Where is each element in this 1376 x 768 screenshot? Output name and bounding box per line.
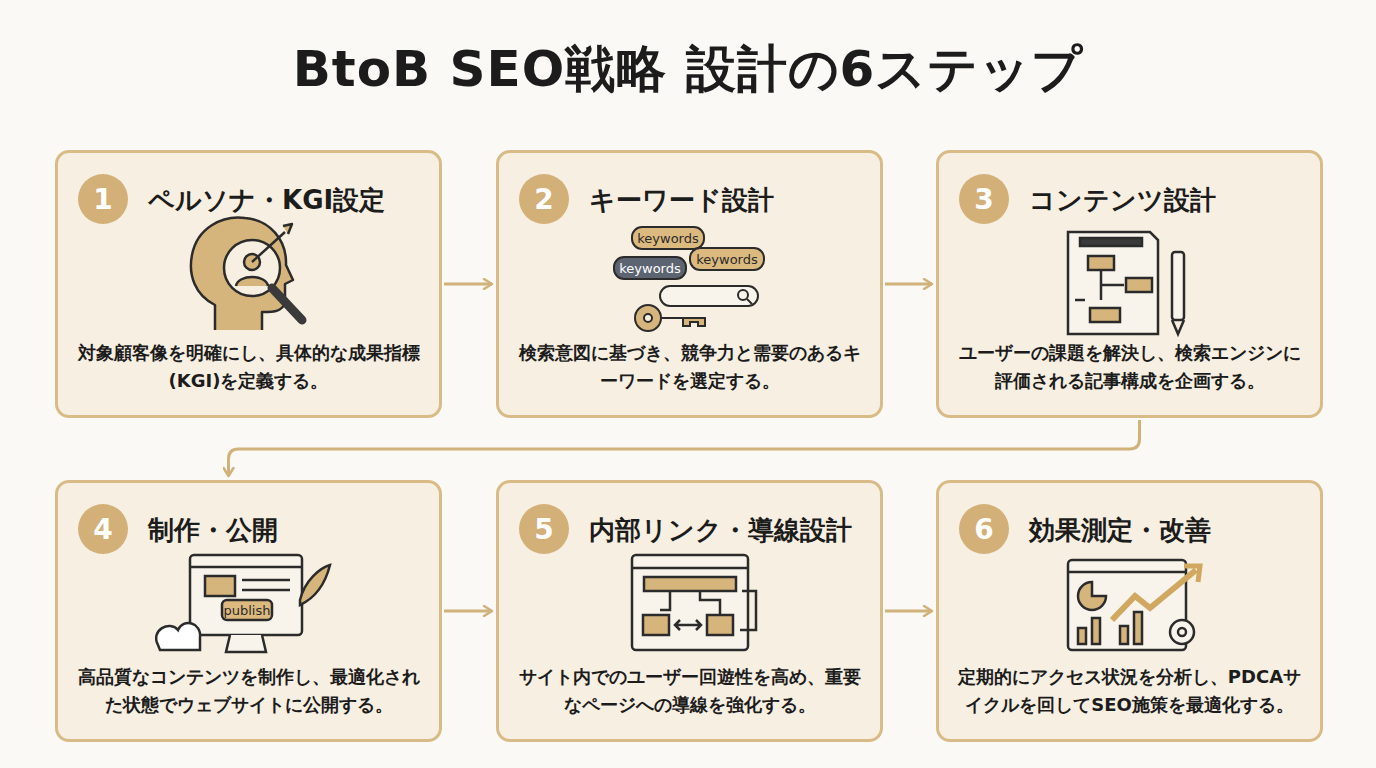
step-number-text: 5 [534,513,553,546]
step-heading: コンテンツ設計 [1029,183,1216,218]
icon-label: keywords [637,231,698,246]
step-box: キーワード設計検索意図に基づき、競争力と需要のあるキーワードを選定する。 2 [496,150,883,418]
step-number: 1 [78,174,128,224]
icon-label: publish [224,603,271,618]
step-box: 内部リンク・導線設計サイト内でのユーザー回遊性を高め、重要なページへの導線を強化… [496,480,883,742]
step-number-text: 4 [93,513,112,546]
step-description: 対象顧客像を明確にし、具体的な成果指標(KGI)を定義する。 [76,339,421,395]
step-description: 検索意図に基づき、競争力と需要のあるキーワードを選定する。 [517,339,862,395]
step-number-text: 3 [974,183,993,216]
step-number-text: 6 [974,513,993,546]
step-description: 高品質なコンテンツを制作し、最適化された状態でウェブサイトに公開する。 [76,663,421,719]
step-number-text: 1 [93,183,112,216]
step-heading: 効果測定・改善 [1029,513,1211,548]
step-heading: ペルソナ・KGI設定 [148,183,385,218]
step-description: ユーザーの課題を解決し、検索エンジンに評価される記事構成を企画する。 [957,339,1302,395]
icon-label: keywords [619,261,680,276]
step-number: 2 [519,174,569,224]
step-heading: 内部リンク・導線設計 [589,513,852,548]
step-number: 4 [78,504,128,554]
step-heading: キーワード設計 [589,183,774,218]
flow-arrow [444,283,492,286]
flow-arrow [885,610,932,613]
step-box: 効果測定・改善定期的にアクセス状況を分析し、PDCAサイクルを回してSEO施策を… [936,480,1323,742]
flow-arrow [444,610,492,613]
step-description: サイト内でのユーザー回遊性を高め、重要なページへの導線を強化する。 [517,663,862,719]
step-number: 3 [959,174,1009,224]
flow-arrow [885,283,932,286]
step-number-text: 2 [534,183,553,216]
step-number: 6 [959,504,1009,554]
step-heading: 制作・公開 [148,513,278,548]
step-box: コンテンツ設計ユーザーの課題を解決し、検索エンジンに評価される記事構成を企画する… [936,150,1323,418]
diagram-title: BtoB SEO戦略 設計の6ステップ [0,36,1376,103]
step-number: 5 [519,504,569,554]
icon-label: keywords [696,252,757,267]
step-box: ペルソナ・KGI設定対象顧客像を明確にし、具体的な成果指標(KGI)を定義する。… [55,150,442,418]
flow-arrow [229,420,1140,476]
step-description: 定期的にアクセス状況を分析し、PDCAサイクルを回してSEO施策を最適化する。 [957,663,1302,719]
